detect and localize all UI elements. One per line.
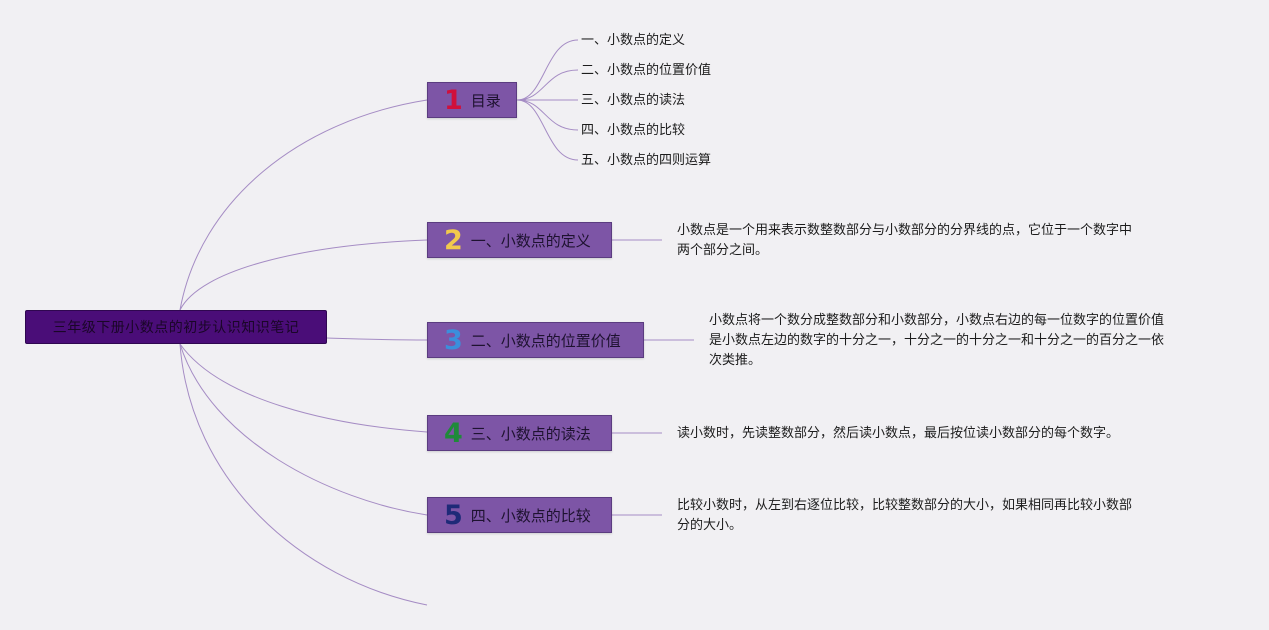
branch-node-comparison[interactable]: 5 四、小数点的比较	[427, 497, 612, 533]
root-title: 三年级下册小数点的初步认识知识笔记	[52, 320, 300, 336]
connector-root-to-reading	[179, 343, 428, 433]
connector-toc-leaf-4	[516, 99, 579, 131]
toc-item[interactable]: 三、小数点的读法	[581, 93, 686, 108]
description-line: 小数点将一个数分成整数部分和小数部分，小数点右边的每一位数字的位置价值	[709, 313, 1165, 328]
connector-toc-leaf-5	[516, 99, 579, 161]
number-5-icon: 5	[444, 499, 463, 531]
toc-item[interactable]: 五、小数点的四则运算	[581, 153, 712, 168]
number-1-icon: 1	[444, 84, 463, 116]
branch-label: 四、小数点的比较	[470, 506, 591, 525]
position-value-description[interactable]: 小数点将一个数分成整数部分和小数部分，小数点右边的每一位数字的位置价值 是小数点…	[709, 311, 1164, 371]
description-line: 小数点是一个用来表示数整数部分与小数部分的分界线的点，它位于一个数字中	[677, 223, 1133, 238]
definition-description[interactable]: 小数点是一个用来表示数整数部分与小数部分的分界线的点，它位于一个数字中 两个部分…	[677, 221, 1132, 261]
branch-label: 三、小数点的读法	[470, 424, 591, 443]
comparison-description[interactable]: 比较小数时，从左到右逐位比较，比较整数部分的大小，如果相同再比较小数部 分的大小…	[677, 496, 1132, 536]
branch-label: 目录	[470, 91, 501, 110]
branch-node-reading[interactable]: 4 三、小数点的读法	[427, 415, 612, 451]
description-line: 是小数点左边的数字的十分之一，十分之一的十分之一和十分之一的百分之一依	[709, 333, 1165, 348]
branch-label: 一、小数点的定义	[470, 231, 591, 250]
reading-description[interactable]: 读小数时，先读整数部分，然后读小数点，最后按位读小数部分的每个数字。	[677, 424, 1119, 444]
connector-root-to-toc	[179, 99, 428, 311]
root-node[interactable]: 三年级下册小数点的初步认识知识笔记	[25, 310, 327, 344]
toc-item[interactable]: 四、小数点的比较	[581, 123, 686, 138]
number-3-icon: 3	[444, 324, 463, 356]
description-line: 比较小数时，从左到右逐位比较，比较整数部分的大小，如果相同再比较小数部	[677, 498, 1133, 513]
branch-label: 二、小数点的位置价值	[470, 331, 621, 350]
connector-toc-leaf-1	[516, 39, 579, 101]
number-2-icon: 2	[444, 224, 463, 256]
connector-root-to-definition	[179, 239, 428, 311]
connector-root-to-position	[326, 337, 428, 341]
branch-node-definition[interactable]: 2 一、小数点的定义	[427, 222, 612, 258]
connector-root-to-extra	[179, 343, 428, 606]
connector-toc-leaf-2	[516, 69, 579, 101]
number-4-icon: 4	[444, 417, 463, 449]
branch-node-toc[interactable]: 1 目录	[427, 82, 517, 118]
connector-root-to-comparison	[179, 343, 428, 516]
description-line: 两个部分之间。	[677, 243, 769, 258]
toc-item[interactable]: 一、小数点的定义	[581, 33, 686, 48]
description-line: 读小数时，先读整数部分，然后读小数点，最后按位读小数部分的每个数字。	[677, 426, 1120, 441]
branch-node-position-value[interactable]: 3 二、小数点的位置价值	[427, 322, 644, 358]
description-line: 次类推。	[709, 353, 762, 368]
description-line: 分的大小。	[677, 518, 743, 533]
toc-item[interactable]: 二、小数点的位置价值	[581, 63, 712, 78]
